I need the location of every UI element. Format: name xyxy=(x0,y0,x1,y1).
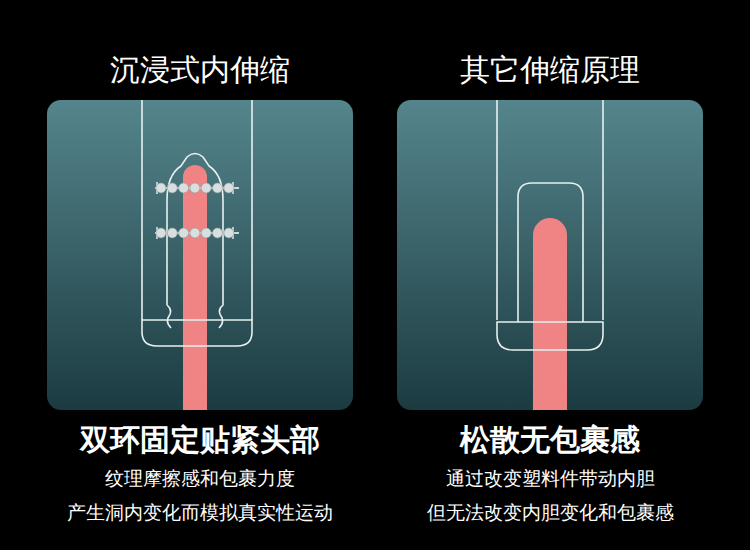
bead xyxy=(156,228,166,238)
description-text: 但无法改变内胆变化和包裹感 xyxy=(397,499,703,525)
panel-title: 沉浸式内伸缩 xyxy=(47,52,353,88)
bead xyxy=(224,228,234,238)
bead xyxy=(190,183,200,193)
bead xyxy=(179,183,189,193)
bead xyxy=(167,183,177,193)
bead xyxy=(201,228,211,238)
bead xyxy=(224,183,234,193)
bead xyxy=(156,183,166,193)
feature-heading: 双环固定贴紧头部 xyxy=(47,420,353,460)
right-panel xyxy=(397,100,703,448)
bead xyxy=(201,183,211,193)
bead xyxy=(167,228,177,238)
left-panel xyxy=(47,100,353,425)
panel-node: 其它伸缩原理松散无包裹感通过改变塑料件带动内胆但无法改变内胆变化和包裹感 xyxy=(397,40,703,540)
panel-title: 其它伸缩原理 xyxy=(397,52,703,88)
feature-heading: 松散无包裹感 xyxy=(397,420,703,460)
description-text: 通过改变塑料件带动内胆 xyxy=(397,465,703,491)
bead xyxy=(179,228,189,238)
bead xyxy=(213,228,223,238)
bead xyxy=(213,183,223,193)
description-text: 纹理摩擦感和包裹力度 xyxy=(47,465,353,491)
bead xyxy=(190,228,200,238)
description-text: 产生洞内变化而模拟真实性运动 xyxy=(47,499,353,525)
panel-node: 沉浸式内伸缩双环固定贴紧头部纹理摩擦感和包裹力度产生洞内变化而模拟真实性运动 xyxy=(47,40,353,540)
